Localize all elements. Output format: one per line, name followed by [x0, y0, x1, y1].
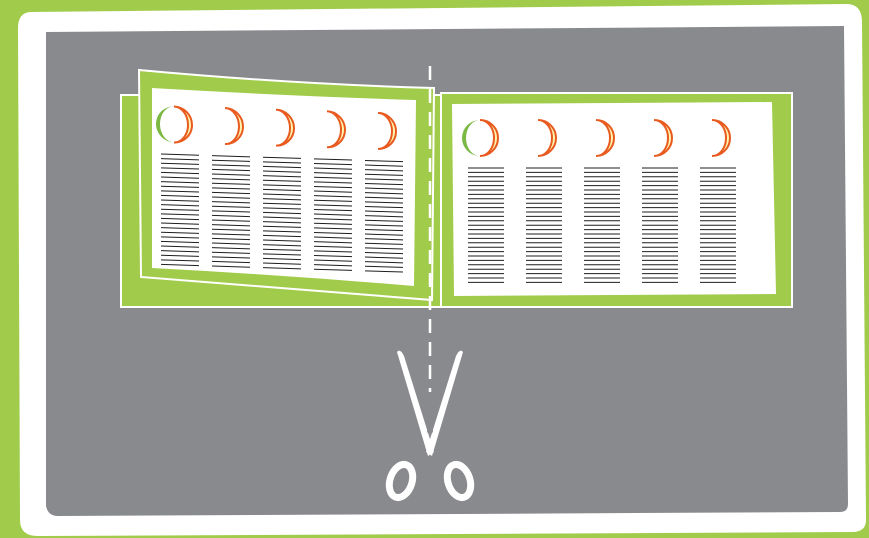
scissors-pivot — [427, 428, 433, 434]
left-page — [121, 70, 441, 307]
right-page — [441, 93, 792, 307]
